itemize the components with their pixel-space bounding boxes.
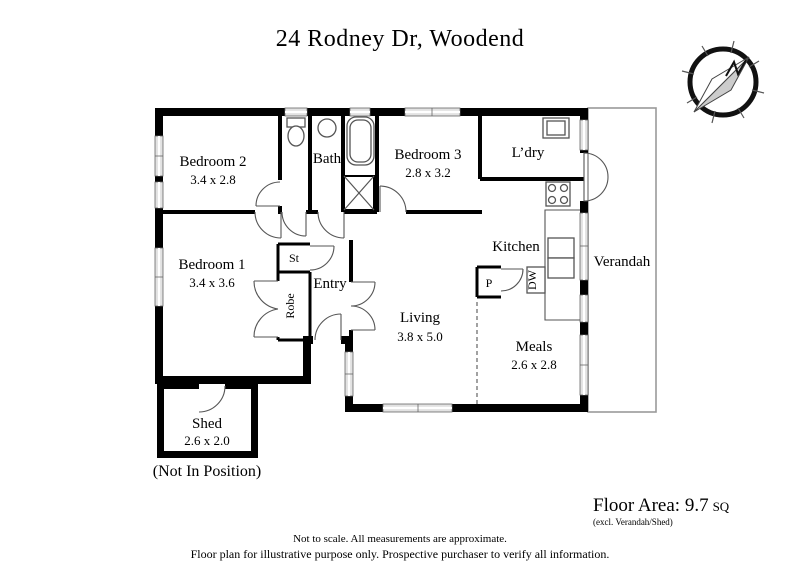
disclaimer-line1: Not to scale. All measurements are appro… (293, 533, 507, 545)
shower-icon (343, 175, 375, 211)
windows (154, 107, 589, 413)
shed-door (198, 385, 226, 413)
kitchen-bench (526, 209, 580, 321)
doors (253, 152, 609, 341)
shed-position-note: (Not In Position) (153, 463, 261, 480)
dims-bedroom3: 2.8 x 3.2 (405, 165, 451, 180)
label-bath: Bath (313, 151, 342, 167)
label-entry: Entry (313, 276, 347, 292)
label-bedroom1: Bedroom 1 (178, 257, 245, 273)
label-laundry: L’dry (512, 145, 545, 161)
laundry-trough-icon (542, 117, 570, 139)
dims-shed: 2.6 x 2.0 (184, 433, 230, 448)
label-verandah: Verandah (594, 254, 651, 270)
dims-bedroom2: 3.4 x 2.8 (190, 172, 236, 187)
floor-area-label: Floor Area: 9.7 (593, 495, 709, 516)
floor-area-note: (excl. Verandah/Shed) (593, 517, 673, 527)
dims-living: 3.8 x 5.0 (397, 329, 443, 344)
dims-meals: 2.6 x 2.8 (511, 357, 557, 372)
disclaimer-line2: Floor plan for illustrative purpose only… (190, 546, 610, 561)
exterior-walls (155, 108, 588, 412)
room-labels: Bedroom 2 3.4 x 2.8 Bath Bedroom 3 2.8 x… (153, 145, 651, 480)
label-living: Living (400, 310, 440, 326)
label-meals: Meals (516, 339, 553, 355)
disclaimer: Not to scale. All measurements are appro… (0, 533, 800, 562)
label-robe: Robe (283, 293, 297, 318)
toilet-icon (286, 117, 306, 147)
basin-icon (317, 118, 337, 138)
label-dishwasher: DW (525, 269, 539, 290)
label-store: St (289, 251, 300, 265)
kitchen-sink-icon (547, 237, 575, 259)
bathtub-icon (346, 116, 375, 166)
compass-icon (681, 40, 765, 124)
dims-bedroom1: 3.4 x 3.6 (189, 275, 235, 290)
dishwasher-icon (526, 266, 546, 294)
stove-icon (545, 181, 571, 207)
north-arrow (725, 59, 747, 77)
label-shed: Shed (192, 416, 223, 432)
shed-outline (157, 382, 258, 458)
page-title: 24 Rodney Dr, Woodend (275, 26, 525, 52)
label-bedroom2: Bedroom 2 (179, 154, 246, 170)
label-bedroom3: Bedroom 3 (394, 147, 461, 163)
floor-area-unit: SQ (712, 499, 730, 514)
label-pantry: P (486, 276, 493, 290)
floor-area-block: Floor Area: 9.7 SQ (excl. Verandah/Shed) (593, 496, 729, 527)
label-kitchen: Kitchen (492, 239, 540, 255)
